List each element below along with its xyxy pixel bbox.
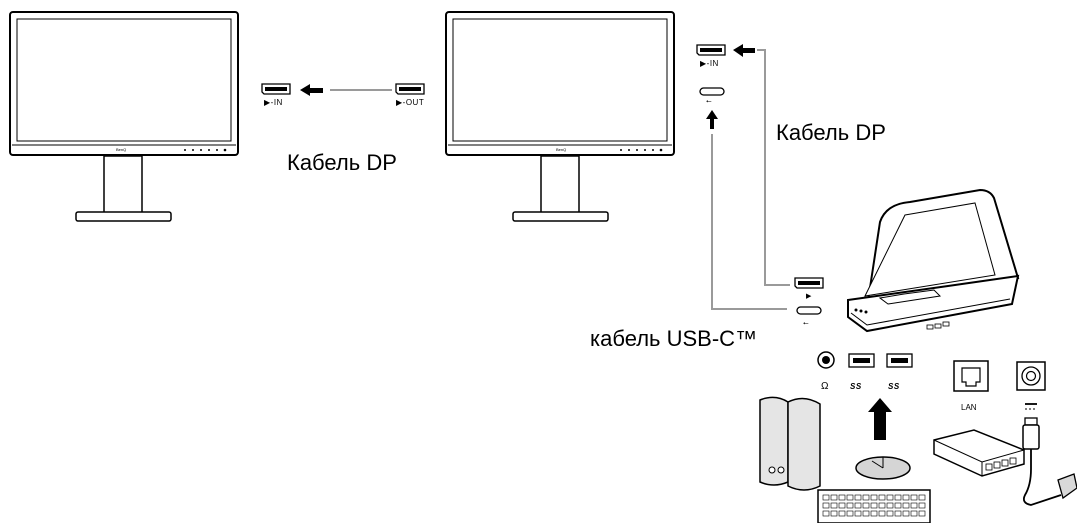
headphone-icon: Ω — [821, 381, 829, 392]
svg-text:▶: ▶ — [806, 293, 812, 300]
usb-a-port-2: SS — [886, 353, 913, 391]
control-buttons-middle — [620, 148, 663, 152]
monitor-left: BenQ — [9, 11, 239, 222]
speakers — [759, 396, 821, 491]
usb-c-port-laptop: ⭠ — [796, 306, 822, 327]
usb-c-cable-label: кабель USB-C™ — [590, 326, 758, 351]
lan-port: LAN — [953, 360, 989, 412]
power-port — [1016, 361, 1046, 410]
brand-logo-left: BenQ — [116, 147, 126, 152]
dp-out-port-monitor-middle — [395, 83, 425, 95]
dp-port-laptop: ▶ — [794, 277, 824, 300]
arrow-left-icon — [733, 44, 755, 57]
dp-in-port-monitor-middle — [696, 44, 726, 56]
usb-c-cable-laptop — [711, 134, 787, 310]
network-switch — [933, 429, 1025, 477]
brand-logo-middle: BenQ — [556, 147, 566, 152]
keyboard — [817, 489, 931, 523]
headphone-jack: Ω — [817, 351, 835, 392]
power-plug — [1022, 417, 1077, 506]
laptop — [847, 188, 1020, 333]
arrow-up-icon — [868, 398, 892, 440]
dp-cable-label-middle: Кабель DP — [287, 150, 397, 175]
control-buttons-left — [184, 148, 227, 152]
arrow-up-icon — [706, 110, 718, 129]
lan-label: LAN — [961, 403, 977, 412]
usb-icon: ⭠ — [803, 320, 809, 327]
usb-icon: ⭠ — [706, 98, 712, 105]
dp-cable-laptop — [757, 49, 790, 286]
arrow-left-icon — [300, 84, 323, 96]
dp-in-port-monitor-left — [261, 83, 291, 95]
mon2-dp-in-label: ▶-IN — [700, 59, 719, 68]
mon2-dp-out-label: ▶-OUT — [396, 98, 425, 107]
usb-c-port-monitor-middle: ⭠ — [699, 87, 725, 105]
dp-cable-label-right: Кабель DP — [776, 120, 886, 145]
usb-ss-label-2: SS — [888, 382, 900, 391]
mouse — [855, 456, 911, 480]
usb-a-port-1: SS — [848, 353, 875, 391]
usb-ss-label-1: SS — [850, 382, 862, 391]
mon1-dp-in-label: ▶-IN — [264, 98, 283, 107]
monitor-middle: BenQ — [445, 11, 675, 222]
